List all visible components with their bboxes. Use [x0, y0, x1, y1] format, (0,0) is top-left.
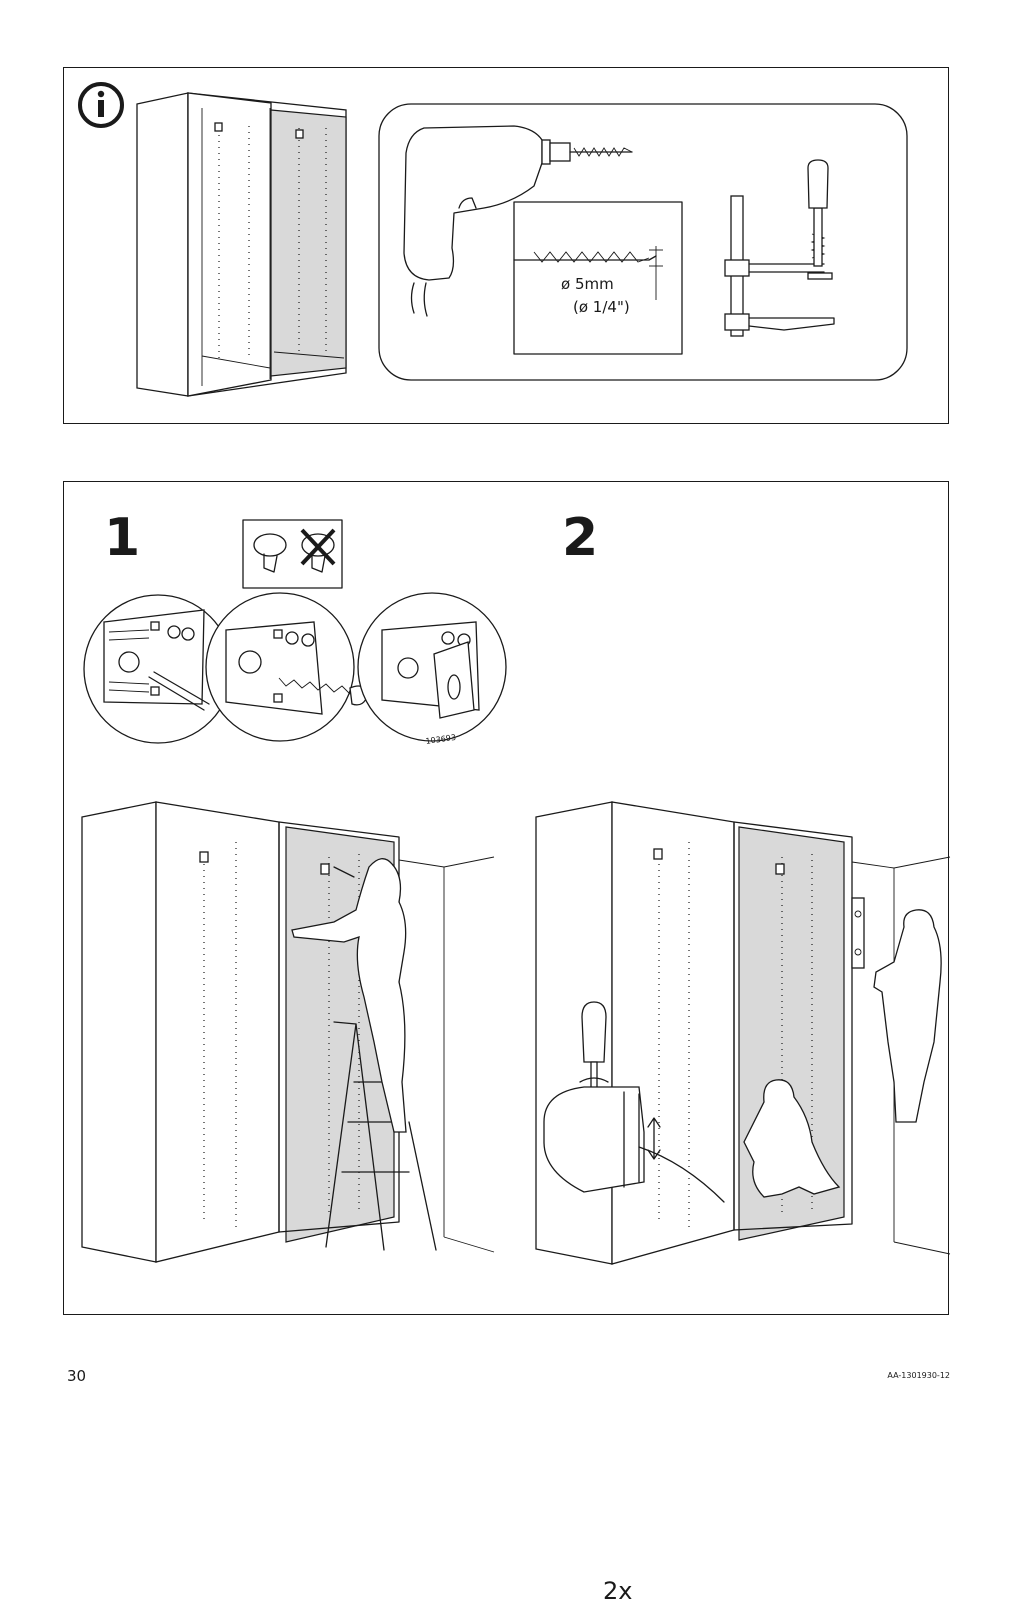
tools-box [378, 103, 908, 381]
step-2-number: 2 [562, 508, 599, 568]
drill-bit-diameter-mm: ø 5mm [561, 275, 614, 293]
page-number: 30 [67, 1367, 87, 1385]
drill-icon [403, 125, 633, 317]
info-panel: ø 5mm (ø 1/4") [63, 67, 949, 424]
steps-illustration: 103693 [81, 519, 951, 1265]
part-number: 103693 [425, 733, 457, 746]
wardrobe-frames-icon [136, 92, 347, 397]
step-1-number: 1 [104, 508, 141, 568]
info-illustration [78, 82, 908, 397]
document-code: AA-1301930-12 [887, 1371, 950, 1380]
info-icon [78, 82, 124, 128]
step1-wardrobe [81, 801, 495, 1263]
detail-circle-2 [205, 592, 369, 742]
drill-bit-detail [513, 201, 683, 355]
quantity-label: 2x [603, 1577, 633, 1605]
detail-circle-3 [357, 592, 507, 742]
steps-panel: 1 2 [63, 481, 951, 1603]
step2-wardrobe [535, 801, 951, 1265]
clamp-icon [724, 159, 835, 337]
hinge-check-icon [242, 519, 343, 589]
detail-circle-1 [83, 594, 233, 744]
drill-bit-diameter-in: (ø 1/4") [573, 298, 630, 316]
